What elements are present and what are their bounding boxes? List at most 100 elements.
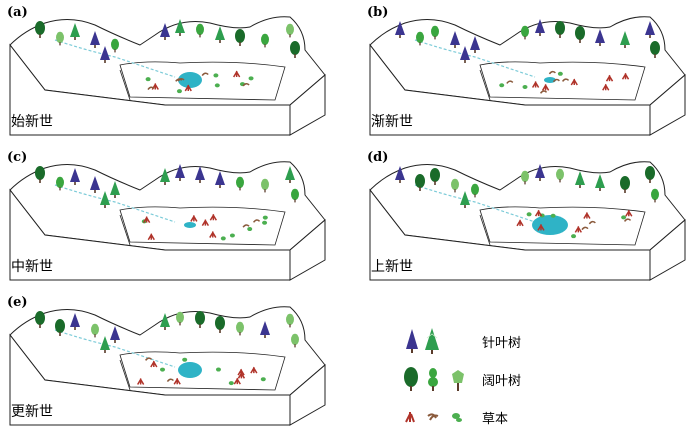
basin-outline	[119, 61, 286, 101]
vegetation	[395, 164, 659, 239]
terrain-surface	[369, 161, 686, 251]
broadleaf-tree	[35, 166, 45, 183]
block-side-face	[649, 218, 686, 281]
legend-label-conifer: 针叶树	[482, 336, 522, 351]
conifer-tree	[175, 164, 185, 181]
broadleaf-tree	[55, 319, 65, 336]
conifer-tree	[175, 19, 185, 36]
broadleaf-tree	[521, 25, 529, 40]
panel-pleistocene: (e) 更新世	[5, 295, 335, 435]
broadleaf-tree	[236, 176, 244, 191]
herb	[248, 76, 254, 81]
herb	[581, 226, 589, 231]
broadleaf-tree	[291, 333, 299, 348]
conifer-tree	[645, 21, 655, 38]
herb	[201, 72, 209, 76]
block-side-face	[649, 73, 686, 136]
herb	[250, 366, 258, 374]
light-broadleaf-icon	[452, 370, 464, 391]
conifer-tree	[620, 31, 630, 48]
herb	[147, 233, 155, 241]
broadleaf-tree	[575, 26, 585, 43]
herb	[583, 212, 591, 219]
conifer-tree	[535, 19, 545, 36]
conifer-tree	[395, 21, 405, 38]
herb	[522, 85, 528, 90]
broadleaf-tree	[236, 321, 244, 336]
herb	[173, 377, 181, 385]
river	[54, 39, 176, 78]
panel-pliocene: (d) 上新世	[365, 150, 695, 290]
herb	[499, 83, 505, 88]
panel-tag: (d)	[367, 150, 389, 165]
vegetation	[35, 19, 300, 94]
terrain-surface	[9, 161, 326, 251]
vegetation	[395, 19, 660, 94]
herb	[150, 360, 158, 368]
broadleaf-tree	[91, 323, 99, 338]
fault-line	[119, 214, 131, 246]
broadleaf-tree	[556, 168, 564, 183]
basin-outline	[479, 61, 646, 101]
herb	[147, 86, 155, 90]
herb	[242, 224, 250, 228]
conifer-tree	[70, 168, 80, 185]
herb	[561, 78, 570, 82]
panel-tag: (b)	[367, 5, 389, 20]
herb	[526, 212, 532, 217]
era-label: 上新世	[371, 259, 413, 275]
dark-broadleaf-icon	[404, 367, 418, 391]
herb	[215, 367, 221, 372]
block-side-face	[289, 218, 326, 281]
broadleaf-tree	[451, 178, 459, 193]
herb	[220, 236, 226, 241]
herb	[233, 70, 241, 78]
river	[54, 329, 176, 368]
herb	[242, 82, 250, 87]
herb	[184, 84, 192, 92]
broadleaf-tree	[261, 178, 269, 193]
conifer-tree	[215, 171, 225, 188]
era-label: 渐新世	[371, 114, 413, 130]
herb	[177, 78, 185, 82]
legend-icons	[406, 328, 439, 354]
landscape-block	[369, 16, 686, 136]
herb	[548, 70, 556, 75]
broadleaf-tree	[650, 41, 660, 58]
legend-row-broadleaf: 阔叶树	[400, 362, 680, 394]
broadleaf-icon	[428, 368, 438, 391]
dark-conifer-icon	[406, 329, 418, 353]
legend-label-broadleaf: 阔叶树	[482, 374, 522, 389]
broadleaf-tree	[521, 170, 529, 185]
broadleaf-tree	[430, 168, 440, 185]
green-herb-icon	[452, 413, 462, 422]
conifer-tree	[450, 31, 460, 48]
legend-row-conifer: 针叶树	[400, 324, 680, 356]
herb	[145, 77, 151, 82]
herb	[262, 215, 268, 220]
conifer-tree	[110, 181, 120, 198]
herb	[201, 219, 210, 227]
conifer-tree	[215, 26, 225, 43]
herb	[252, 219, 261, 223]
basin-outline	[479, 206, 646, 246]
fault-line	[119, 359, 131, 391]
terrain-surface	[369, 16, 686, 106]
broadleaf-tree	[215, 316, 225, 333]
herb	[552, 78, 560, 83]
legend-row-herb: 草本	[400, 400, 680, 432]
herb	[228, 381, 234, 386]
herb	[144, 357, 153, 361]
panel-miocene: (c) 中新世	[5, 150, 335, 290]
herb	[176, 89, 182, 94]
broadleaf-tree	[645, 166, 655, 183]
broadleaf-tree	[261, 33, 269, 48]
panel-tag: (e)	[7, 295, 28, 310]
broadleaf-tree	[35, 21, 45, 38]
herb	[571, 234, 577, 239]
herb	[621, 72, 630, 80]
lake	[532, 215, 568, 235]
terrain-surface	[9, 16, 326, 106]
broadleaf-tree	[56, 31, 64, 46]
herb	[237, 371, 246, 379]
